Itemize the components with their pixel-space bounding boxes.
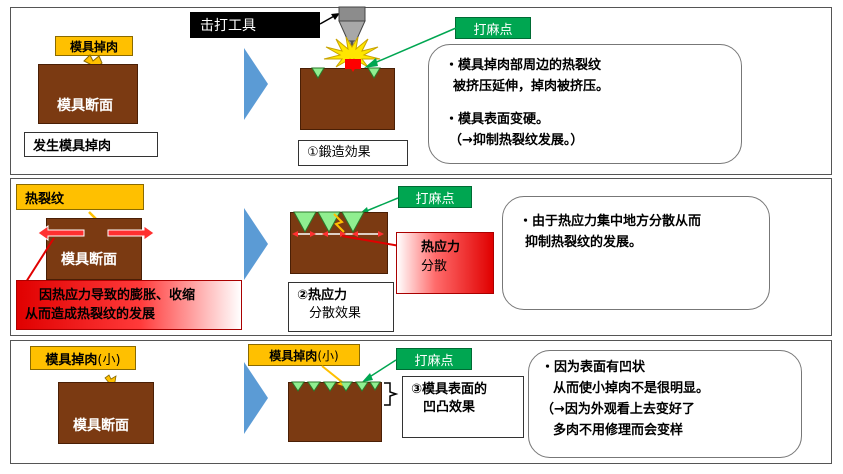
panel3-chip-label: 模具掉肉 (小) (30, 346, 136, 370)
panel1-note-line: ・模具掉肉部周边的热裂纹 (445, 58, 602, 73)
panel3-effect-line: 凹凸效果 (423, 400, 476, 415)
stress-pointer (341, 235, 401, 247)
panel2-chip-label: 热裂纹 (16, 184, 144, 210)
impact-mark-arrow (350, 67, 356, 72)
tool-pointer-arrow (319, 13, 340, 25)
panel3-dimple-pointer (362, 359, 397, 382)
surface-bracket (384, 382, 399, 406)
panel3-dimple-marks (291, 381, 381, 392)
panel2-note: ・由于热应力集中地方分散从而 抑制热裂纹的发展。 (502, 196, 770, 310)
panel2-die-section: 模具断面 (46, 218, 142, 280)
expansion-arrow-right (107, 225, 155, 241)
tool-label: 击打工具 (190, 12, 320, 38)
panel3-effect-line: ③模具表面的 (411, 382, 488, 397)
panel2-process-arrow (244, 208, 268, 280)
panel3-dimple-tag: 打麻点 (396, 348, 472, 370)
panel1-caption: 发生模具掉肉 (24, 132, 158, 157)
panel2-dimple-tag: 打麻点 (398, 186, 472, 208)
panel1-die-label: 模具断面 (57, 98, 113, 114)
panel2-stress-line: 分散 (421, 259, 448, 274)
panel3-die-section: 模具断面 (58, 382, 154, 444)
panel1-note: ・模具掉肉部周边的热裂纹 被挤压延伸，掉肉被挤压。 ・模具表面变硬。 （→抑制热… (428, 44, 742, 164)
panel3-chip-label-size: (小) (97, 352, 121, 368)
panel3-chip2-label-main: 模具掉肉 (269, 348, 318, 363)
panel2-stress-line: 热应力 (421, 240, 461, 255)
panel2-effect-line: ②热应力 (297, 288, 348, 303)
panel2-effect-box: ②热应力 分散效果 (288, 282, 394, 332)
panel3-chip2-label-size: (小) (317, 348, 339, 363)
panel3-note-line: 从而使小掉肉不是很明显。 (553, 381, 710, 396)
panel1-note-line: （→抑制热裂纹发展。） (449, 133, 584, 148)
panel1-effect-box: ①鍛造効果 (298, 140, 408, 166)
impact-mark (345, 59, 361, 69)
panel3-die-label: 模具断面 (73, 418, 129, 434)
panel2-note-line: 抑制热裂纹的发展。 (525, 235, 643, 250)
panel1-dimple-pointer (364, 27, 457, 68)
panel3-effect-box: ③模具表面的 凹凸效果 (402, 376, 524, 438)
panel3-chip2-label: 模具掉肉 (小) (248, 344, 360, 366)
hammer-tool-icon (323, 6, 381, 70)
panel1-dimple-tag: 打麻点 (455, 17, 531, 39)
panel1-die-section: 模具断面 (38, 64, 138, 124)
panel2-note-line: ・由于热应力集中地方分散从而 (519, 214, 702, 229)
expansion-arrow-left (37, 225, 85, 241)
panel3-chip-label-main: 模具掉肉 (45, 352, 98, 368)
panel3-note-line: （→因为外观看上去变好了 (541, 402, 695, 417)
panel3-note-line: 多肉不用修理而会变样 (553, 423, 684, 438)
panel3-process-arrow (244, 362, 268, 434)
panel2-dimple-marks (292, 211, 384, 237)
panel3-note: ・因为表面有凹状 从而使小掉肉不是很明显。 （→因为外观看上去变好了 多肉不用修… (528, 350, 802, 458)
panel1-chip-label: 模具掉肉 (55, 36, 133, 56)
panel2-die-label: 模具断面 (61, 252, 117, 268)
cause-pointer (25, 237, 55, 283)
panel1-note-line: ・模具表面变硬。 (445, 112, 550, 127)
panel1-process-arrow (244, 48, 268, 120)
panel2-cause-box: 因热应力导致的膨胀、收缩 从而造成热裂纹的发展 (16, 280, 242, 330)
panel2-effect-line: 分散效果 (309, 306, 362, 321)
panel1-dimple-marks (311, 67, 381, 79)
panel2-cause-line: 因热应力导致的膨胀、收缩 (39, 288, 196, 303)
panel1-note-line: 被挤压延伸，掉肉被挤压。 (453, 79, 610, 94)
panel3-note-line: ・因为表面有凹状 (541, 360, 646, 375)
panel2-cause-line: 从而造成热裂纹的发展 (25, 307, 156, 322)
panel1-forged-die (300, 68, 395, 130)
panel3-chip2-pointer (321, 365, 343, 383)
panel2-stress-box: 热应力 分散 (396, 232, 494, 294)
panel3-textured-die (288, 382, 382, 442)
